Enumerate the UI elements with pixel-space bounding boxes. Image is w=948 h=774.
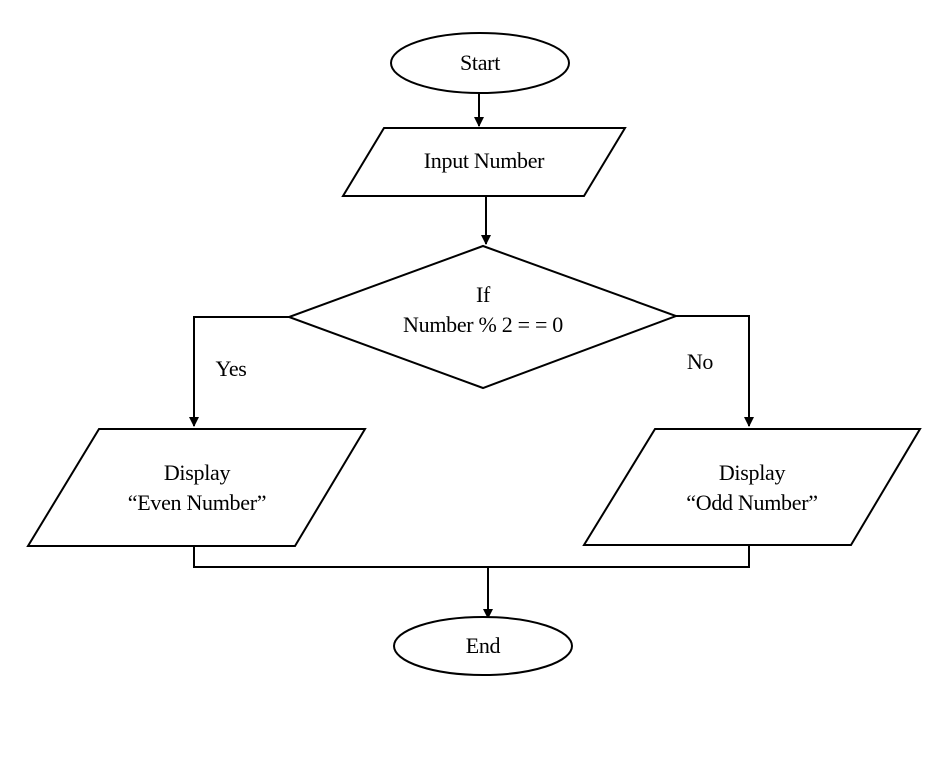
- decision-node: If Number % 2 = = 0: [286, 244, 679, 390]
- input-node: Input Number: [341, 127, 627, 197]
- decision-label-line1: If: [476, 282, 491, 307]
- odd-output-label-line2: “Odd Number”: [686, 490, 817, 515]
- end-label: End: [466, 633, 501, 658]
- end-node: End: [393, 616, 573, 676]
- connector-decision-yes-branch: [189, 316, 289, 427]
- connector-decision-no-branch: [676, 315, 754, 427]
- even-output-label-line1: Display: [164, 460, 231, 485]
- connector-merge-line: [193, 545, 750, 568]
- even-output-node: Display “Even Number”: [26, 428, 367, 547]
- odd-output-label-line1: Display: [719, 460, 786, 485]
- even-output-label-line2: “Even Number”: [128, 490, 266, 515]
- start-node: Start: [390, 32, 570, 94]
- no-branch-label: No: [687, 349, 714, 374]
- input-label: Input Number: [424, 148, 545, 173]
- decision-label-line2: Number % 2 = = 0: [403, 312, 563, 337]
- start-label: Start: [460, 50, 500, 75]
- yes-branch-label: Yes: [215, 356, 246, 381]
- odd-output-node: Display “Odd Number”: [582, 428, 922, 546]
